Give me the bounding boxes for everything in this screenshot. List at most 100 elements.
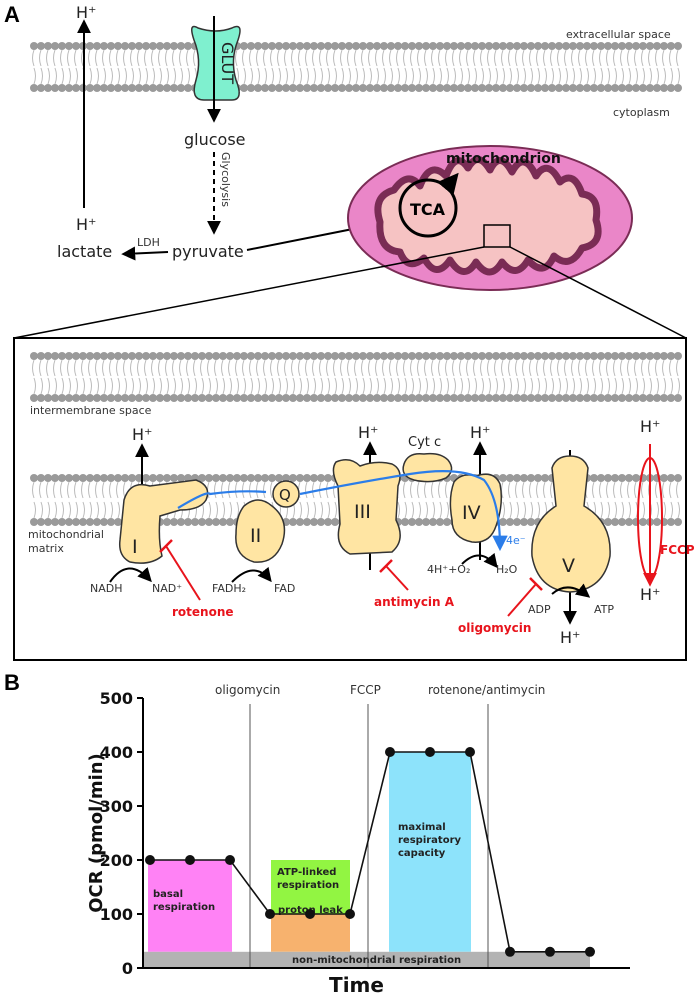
- inner-lipid-tail: [263, 481, 266, 499]
- outer-lipid-tail: [117, 377, 120, 395]
- inner-lipid-head: [184, 474, 192, 482]
- outer-lipid-head: [639, 394, 647, 402]
- inner-lipid-tail: [663, 501, 666, 519]
- outer-lipid-tail: [179, 359, 182, 377]
- outer-lipid-head: [100, 352, 108, 360]
- complex-4-label: IV: [462, 502, 481, 524]
- inner-lipid-tail: [306, 501, 309, 519]
- outer-lipid-tail: [320, 377, 323, 395]
- outer-lipid-head: [142, 352, 150, 360]
- outer-lipid-tail: [446, 377, 449, 395]
- outer-lipid-tail: [537, 377, 540, 395]
- plasma-lipid-tail: [166, 67, 169, 85]
- outer-lipid-head: [569, 394, 577, 402]
- outer-lipid-head: [646, 394, 654, 402]
- inner-lipid-head: [541, 474, 549, 482]
- plasma-lipid-head: [548, 42, 556, 50]
- plasma-lipid-head: [254, 84, 262, 92]
- outer-lipid-head: [177, 394, 185, 402]
- outer-lipid-tail: [368, 359, 371, 377]
- inner-lipid-tail: [642, 501, 645, 519]
- inner-lipid-tail: [607, 501, 610, 519]
- outer-lipid-tail: [81, 359, 84, 377]
- inner-lipid-tail: [662, 481, 665, 499]
- plasma-lipid-tail: [333, 49, 336, 67]
- outer-lipid-tail: [165, 359, 168, 377]
- plasma-lipid-tail: [348, 67, 351, 85]
- outer-lipid-head: [58, 394, 66, 402]
- outer-lipid-tail: [207, 359, 210, 377]
- plasma-lipid-head: [184, 42, 192, 50]
- plasma-lipid-tail: [256, 49, 259, 67]
- plasma-lipid-tail: [88, 49, 91, 67]
- plasma-lipid-head: [86, 84, 94, 92]
- plasma-lipid-tail: [369, 67, 372, 85]
- inner-lipid-tail: [627, 481, 630, 499]
- plasma-lipid-tail: [355, 67, 358, 85]
- inner-lipid-head: [303, 474, 311, 482]
- inner-lipid-head: [114, 518, 122, 526]
- plasma-lipid-tail: [446, 67, 449, 85]
- inner-lipid-tail: [334, 501, 337, 519]
- outer-lipid-head: [100, 394, 108, 402]
- plasma-lipid-head: [639, 42, 647, 50]
- outer-lipid-head: [233, 352, 241, 360]
- plasma-lipid-head: [65, 42, 73, 50]
- outer-lipid-head: [58, 352, 66, 360]
- outer-lipid-tail: [151, 359, 154, 377]
- outer-lipid-tail: [586, 377, 589, 395]
- plasma-lipid-tail: [509, 67, 512, 85]
- plasma-lipid-tail: [648, 49, 651, 67]
- inner-lipid-head: [156, 474, 164, 482]
- plasma-lipid-head: [443, 42, 451, 50]
- plasma-lipid-tail: [347, 49, 350, 67]
- outer-lipid-tail: [480, 359, 483, 377]
- plasma-lipid-tail: [179, 49, 182, 67]
- outer-lipid-tail: [460, 377, 463, 395]
- plasma-lipid-head: [93, 42, 101, 50]
- plasma-lipid-tail: [404, 67, 407, 85]
- injection-label: oligomycin: [215, 683, 280, 697]
- plasma-lipid-head: [667, 42, 675, 50]
- outer-lipid-head: [359, 394, 367, 402]
- outer-lipid-tail: [74, 359, 77, 377]
- outer-lipid-tail: [327, 377, 330, 395]
- outer-lipid-tail: [354, 359, 357, 377]
- plasma-lipid-head: [149, 84, 157, 92]
- inner-lipid-tail: [509, 501, 512, 519]
- plasma-lipid-tail: [165, 49, 168, 67]
- plasma-lipid-head: [177, 84, 185, 92]
- plasma-lipid-tail: [123, 49, 126, 67]
- plasma-lipid-head: [268, 84, 276, 92]
- y-tick-label: 500: [100, 689, 133, 708]
- plasma-lipid-tail: [390, 67, 393, 85]
- inner-lipid-head: [527, 474, 535, 482]
- plasma-lipid-tail: [32, 49, 35, 67]
- glucose-label: glucose: [184, 130, 246, 149]
- plasma-lipid-head: [590, 42, 598, 50]
- inner-lipid-tail: [32, 481, 35, 499]
- inner-lipid-head: [513, 474, 521, 482]
- outer-lipid-tail: [481, 377, 484, 395]
- outer-lipid-head: [555, 352, 563, 360]
- outer-lipid-tail: [361, 359, 364, 377]
- outer-lipid-tail: [130, 359, 133, 377]
- plasma-lipid-tail: [439, 67, 442, 85]
- outer-lipid-tail: [40, 377, 43, 395]
- outer-lipid-tail: [536, 359, 539, 377]
- outer-lipid-tail: [46, 359, 49, 377]
- plasma-lipid-tail: [649, 67, 652, 85]
- outer-lipid-head: [72, 394, 80, 402]
- outer-lipid-tail: [551, 377, 554, 395]
- plasma-lipid-tail: [425, 67, 428, 85]
- plasma-lipid-tail: [249, 49, 252, 67]
- outer-lipid-tail: [621, 377, 624, 395]
- outer-lipid-tail: [200, 359, 203, 377]
- inner-lipid-head: [604, 474, 612, 482]
- plasma-lipid-head: [352, 42, 360, 50]
- plasma-lipid-head: [51, 42, 59, 50]
- outer-lipid-tail: [54, 377, 57, 395]
- inner-lipid-head: [170, 518, 178, 526]
- ubiquinone-q: [272, 480, 300, 508]
- outer-lipid-tail: [523, 377, 526, 395]
